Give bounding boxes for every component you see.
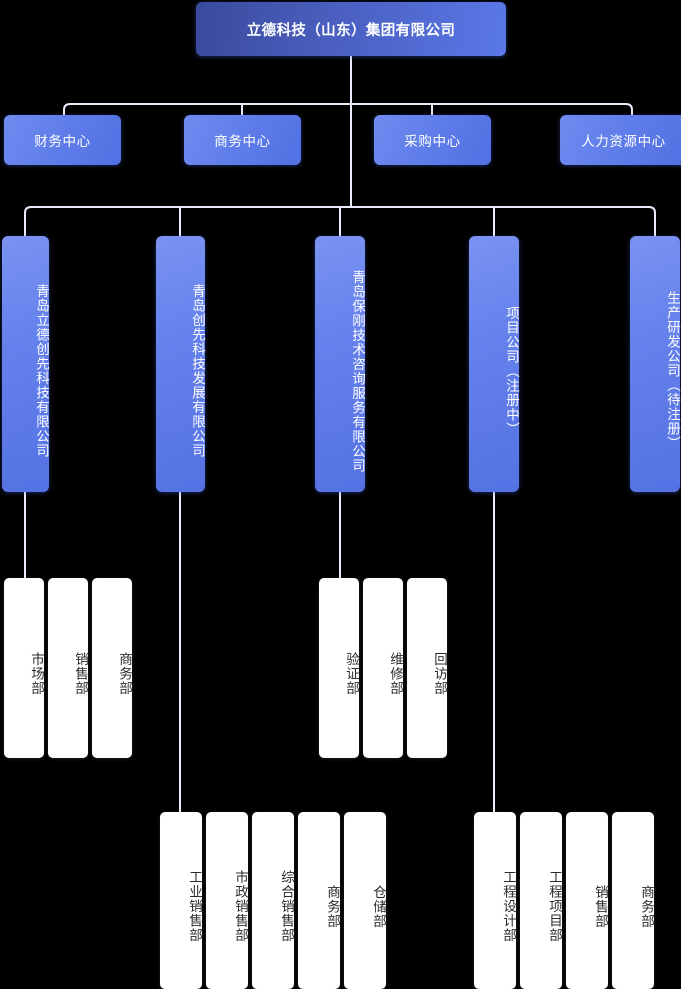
node-level2-procurement[interactable]: 采购中心 bbox=[374, 115, 491, 165]
node-leaf-municipal-sales-dept[interactable]: 市政销售部 bbox=[206, 812, 248, 989]
node-root[interactable]: 立德科技（山东）集团有限公司 bbox=[196, 2, 506, 56]
node-label: 商务部 bbox=[325, 884, 340, 929]
node-level3-project-company[interactable]: 项目公司（注册中） bbox=[469, 236, 519, 492]
node-leaf-verification-dept[interactable]: 验证部 bbox=[319, 578, 359, 758]
node-level2-business[interactable]: 商务中心 bbox=[184, 115, 301, 165]
node-label: 青岛创先科技发展有限公司 bbox=[190, 284, 205, 458]
node-label: 商务部 bbox=[639, 884, 654, 929]
node-label: 人力资源中心 bbox=[581, 134, 666, 149]
node-label: 综合销售部 bbox=[279, 870, 294, 943]
node-label: 工程项目部 bbox=[547, 870, 562, 943]
node-label: 商务中心 bbox=[214, 134, 271, 149]
node-level2-hr[interactable]: 人力资源中心 bbox=[560, 115, 681, 165]
node-leaf-commerce-dept-2[interactable]: 商务部 bbox=[298, 812, 340, 989]
node-level3-production-rd[interactable]: 生产研发公司（待注册） bbox=[630, 236, 680, 492]
node-leaf-commerce-dept-3[interactable]: 商务部 bbox=[612, 812, 654, 989]
node-label: 维修部 bbox=[388, 652, 403, 696]
node-label: 商务部 bbox=[117, 652, 132, 696]
node-leaf-sales-dept[interactable]: 销售部 bbox=[48, 578, 88, 758]
node-label: 验证部 bbox=[344, 652, 359, 696]
node-label: 仓储部 bbox=[371, 884, 386, 929]
node-label: 财务中心 bbox=[34, 134, 91, 149]
node-label: 市场部 bbox=[29, 652, 44, 696]
node-leaf-commerce-dept[interactable]: 商务部 bbox=[92, 578, 132, 758]
node-level3-chuangxian-dev[interactable]: 青岛创先科技发展有限公司 bbox=[156, 236, 205, 492]
node-label: 青岛保刚技术咨询服务有限公司 bbox=[350, 269, 365, 473]
node-leaf-engineering-project-dept[interactable]: 工程项目部 bbox=[520, 812, 562, 989]
node-leaf-sales-dept-2[interactable]: 销售部 bbox=[566, 812, 608, 989]
node-level2-finance[interactable]: 财务中心 bbox=[4, 115, 121, 165]
node-leaf-repair-dept[interactable]: 维修部 bbox=[363, 578, 403, 758]
node-level3-lide-chuangxian[interactable]: 青岛立德创先科技有限公司 bbox=[2, 236, 49, 492]
node-root-label: 立德科技（山东）集团有限公司 bbox=[246, 22, 456, 39]
node-label: 回访部 bbox=[432, 652, 447, 696]
node-label: 市政销售部 bbox=[233, 870, 248, 943]
node-leaf-industrial-sales-dept[interactable]: 工业销售部 bbox=[160, 812, 202, 989]
node-leaf-general-sales-dept[interactable]: 综合销售部 bbox=[252, 812, 294, 989]
node-label: 采购中心 bbox=[404, 134, 461, 149]
node-label: 销售部 bbox=[73, 652, 88, 696]
node-label: 销售部 bbox=[593, 884, 608, 929]
node-label: 项目公司（注册中） bbox=[504, 305, 519, 437]
node-leaf-warehouse-dept[interactable]: 仓储部 bbox=[344, 812, 386, 989]
node-level3-baogang-consulting[interactable]: 青岛保刚技术咨询服务有限公司 bbox=[315, 236, 365, 492]
node-leaf-market-dept[interactable]: 市场部 bbox=[4, 578, 44, 758]
node-leaf-engineering-design-dept[interactable]: 工程设计部 bbox=[474, 812, 516, 989]
node-label: 生产研发公司（待注册） bbox=[665, 291, 680, 451]
node-label: 工程设计部 bbox=[501, 870, 516, 943]
node-label: 青岛立德创先科技有限公司 bbox=[34, 284, 49, 458]
node-label: 工业销售部 bbox=[187, 870, 202, 943]
node-leaf-followup-dept[interactable]: 回访部 bbox=[407, 578, 447, 758]
